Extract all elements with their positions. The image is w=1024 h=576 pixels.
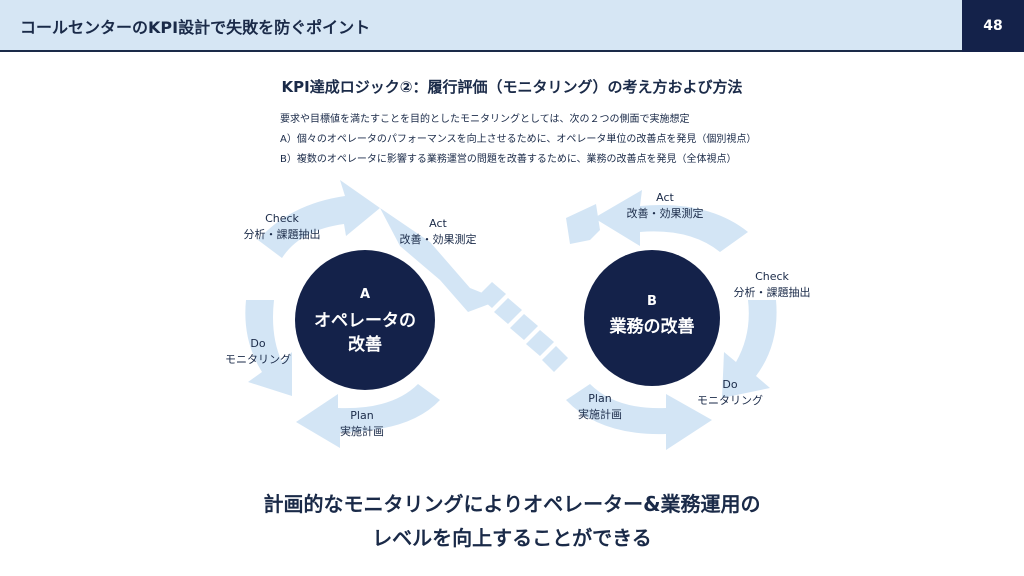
cycle-a-arrow-right — [380, 208, 500, 312]
description-line-b: B）複数のオペレータに影響する業務運営の問題を改善するために、業務の改善点を発見… — [280, 154, 737, 165]
cycle-a-arrow-top — [258, 180, 380, 258]
cycle-a-arrow-bottom — [296, 384, 440, 448]
cycle-b-do-ja: モニタリング — [697, 393, 763, 407]
cycle-b-check-ja: 分析・課題抽出 — [734, 285, 811, 299]
cycle-b-plan-ja: 実施計画 — [578, 407, 622, 421]
cycle-a-act-en: Act — [429, 217, 447, 230]
cycle-b-arrow-right — [722, 300, 777, 398]
circle-a-line2: 改善 — [348, 334, 382, 355]
cycle-b-arrow-left — [566, 204, 600, 244]
conclusion-line-1: 計画的なモニタリングによりオペレーター&業務運用の — [263, 492, 761, 516]
circle-a-line1: オペレータの — [314, 311, 416, 331]
cycle-a-plan-en: Plan — [350, 409, 373, 422]
cycle-a-act-ja: 改善・効果測定 — [400, 232, 477, 246]
cycle-b-plan-en: Plan — [588, 392, 611, 405]
cycle-b-do-en: Do — [722, 378, 737, 391]
page-number: 48 — [962, 0, 1024, 52]
cycle-a-do-ja: モニタリング — [225, 352, 291, 366]
cycle-b-arrow-top — [594, 190, 748, 252]
circle-a-letter: A — [360, 287, 370, 302]
header-bar: コールセンターのKPI設計で失敗を防ぐポイント — [0, 0, 962, 52]
connector-stripes — [478, 282, 568, 372]
cycle-b-arrows — [566, 190, 777, 450]
cycle-a-arrow-left — [245, 300, 292, 396]
description-line-1: 要求や目標値を満たすことを目的としたモニタリングとしては、次の２つの側面で実施想… — [280, 114, 690, 125]
cycle-a-check-ja: 分析・課題抽出 — [244, 227, 321, 241]
circle-b-line1: 業務の改善 — [610, 316, 695, 337]
cycle-b-act-ja: 改善・効果測定 — [627, 206, 704, 220]
circle-b-letter: B — [647, 294, 657, 309]
cycle-b-act-en: Act — [656, 191, 674, 204]
description-line-a: A）個々のオペレータのパフォーマンスを向上させるために、オペレータ単位の改善点を… — [280, 134, 757, 145]
cycle-b-arrow-bottom — [566, 384, 712, 450]
conclusion-line-2: レベルを向上することができる — [372, 526, 652, 550]
cycle-a-check-en: Check — [265, 212, 299, 225]
header-title: コールセンターのKPI設計で失敗を防ぐポイント — [20, 18, 371, 37]
circle-b — [584, 250, 720, 386]
cycle-a-plan-ja: 実施計画 — [340, 424, 384, 438]
slide-subtitle: KPI達成ロジック②：履行評価（モニタリング）の考え方および方法 — [281, 78, 743, 96]
cycle-b-check-en: Check — [755, 270, 789, 283]
cycle-a-do-en: Do — [250, 337, 265, 350]
cycle-a-arrows — [245, 180, 500, 448]
circle-a — [295, 250, 435, 390]
